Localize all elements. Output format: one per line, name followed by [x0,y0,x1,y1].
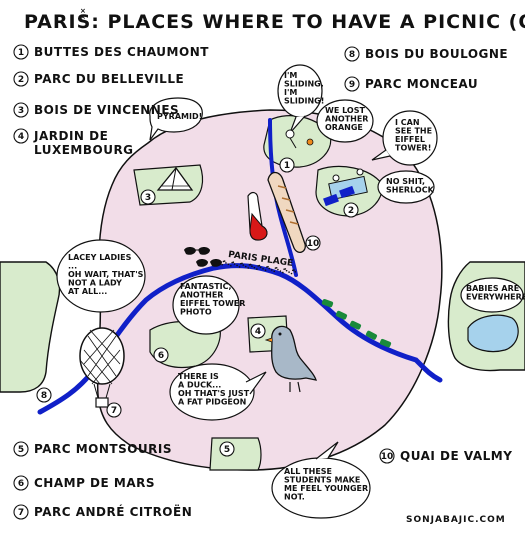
map-number-markers: 1 2 3 4 5 6 7 8 10 [36,157,359,457]
map-marker-10: 10 [305,235,321,251]
river-boats [321,299,392,348]
legend-item-1: 1 BUTTES DES CHAUMONT [13,44,209,60]
svg-text:3: 3 [145,193,151,203]
svg-text:PARC DU BELLEVILLE: PARC DU BELLEVILLE [34,72,184,86]
svg-text:4: 4 [255,327,261,337]
bubble-pyramid: PYRAMID! [149,97,203,141]
legend-item-2: 2 PARC DU BELLEVILLE [13,71,184,87]
svg-text:6: 6 [158,351,164,361]
svg-text:10: 10 [381,452,394,462]
svg-text:QUAI DE VALMY: QUAI DE VALMY [400,449,512,463]
svg-text:1: 1 [18,48,24,58]
legend-left: 1 BUTTES DES CHAUMONT 2 PARC DU BELLEVILLE 3… [13,44,209,157]
svg-text:7: 7 [111,406,117,416]
lake-daumesnil [467,314,519,353]
boat-1 [321,299,334,308]
legend-item-9: 9 PARC MONCEAU [344,76,478,92]
svg-text:5: 5 [224,445,230,455]
svg-text:2: 2 [348,206,354,216]
credit-text: SONJABAJIC.COM [406,515,506,525]
svg-text:PYRAMID!: PYRAMID! [157,112,202,121]
boat-5 [379,338,392,348]
svg-text:10: 10 [307,239,320,249]
park-5-patch [209,437,262,471]
svg-text:PARC MONCEAU: PARC MONCEAU [365,77,478,91]
red-bottle-drawing [247,191,268,241]
louvre-pyramid-drawing [156,166,194,191]
bois-de-boulogne-area [0,261,61,393]
bubble-sherlock: NO SHIT,SHERLOCK [377,170,435,204]
map-marker-8: 8 [36,387,52,403]
sunglasses-drawing-2 [196,259,222,267]
svg-text:1: 1 [284,161,290,171]
boat-4 [365,330,378,340]
legend-item-6: 6 CHAMP DE MARS [13,475,155,491]
svg-text:2: 2 [18,75,24,85]
legend-item-5: 5 PARC MONTSOURIS [13,441,172,457]
map-title: PARIS: PLACES WHERE TO HAVE A PICNIC (OR… [24,11,525,33]
blue-tags [323,185,355,207]
boat-2 [335,310,348,320]
pigeon-drawing [264,325,317,393]
hot-air-balloon-drawing [79,327,125,408]
map-marker-2: 2 [343,202,359,218]
map-marker-5: 5 [219,441,235,457]
legend-bottom: 5 PARC MONTSOURIS 6 CHAMP DE MARS 7 PARC ANDR… [13,441,512,520]
sunglasses-drawing [184,247,210,255]
baguette-drawing [267,171,306,253]
map-marker-7: 7 [106,402,122,418]
legend-item-7: 7 PARC ANDRÉ CITROËN [13,504,192,520]
legend-item-3: 3 BOIS DE VINCENNES [13,102,179,118]
svg-text:3: 3 [18,106,24,116]
svg-text:5: 5 [18,445,24,455]
map-marker-3: 3 [140,189,156,205]
svg-text:4: 4 [18,132,24,142]
svg-text:8: 8 [349,50,355,60]
svg-text:BUTTES DES CHAUMONT: BUTTES DES CHAUMONT [34,45,209,59]
svg-text:PARC MONTSOURIS: PARC MONTSOURIS [34,442,172,456]
map-marker-1: 1 [279,157,295,173]
boat-3 [349,320,362,330]
map-marker-4: 4 [250,323,266,339]
legend-right: 8 BOIS DU BOULOGNE 9 PARC MONCEAU [344,46,508,92]
canal-saint-martin [268,118,298,277]
svg-text:7: 7 [18,508,24,518]
map-marker-6: 6 [153,347,169,363]
people-sliding-drawing [285,129,314,149]
svg-text:6: 6 [18,479,24,489]
legend-item-8: 8 BOIS DU BOULOGNE [344,46,508,62]
svg-text:PARC ANDRÉ CITROËN: PARC ANDRÉ CITROËN [34,504,192,519]
title-marks: ×× [80,7,86,21]
svg-text:BOIS DE VINCENNES: BOIS DE VINCENNES [34,103,179,117]
svg-text:8: 8 [41,391,47,401]
svg-text:CHAMP DE MARS: CHAMP DE MARS [34,476,155,490]
svg-text:BOIS DU BOULOGNE: BOIS DU BOULOGNE [365,47,508,61]
svg-text:NO SHIT,SHERLOCK: NO SHIT,SHERLOCK [386,177,435,195]
svg-text:9: 9 [349,80,355,90]
legend-item-10: 10 QUAI DE VALMY [379,448,512,464]
